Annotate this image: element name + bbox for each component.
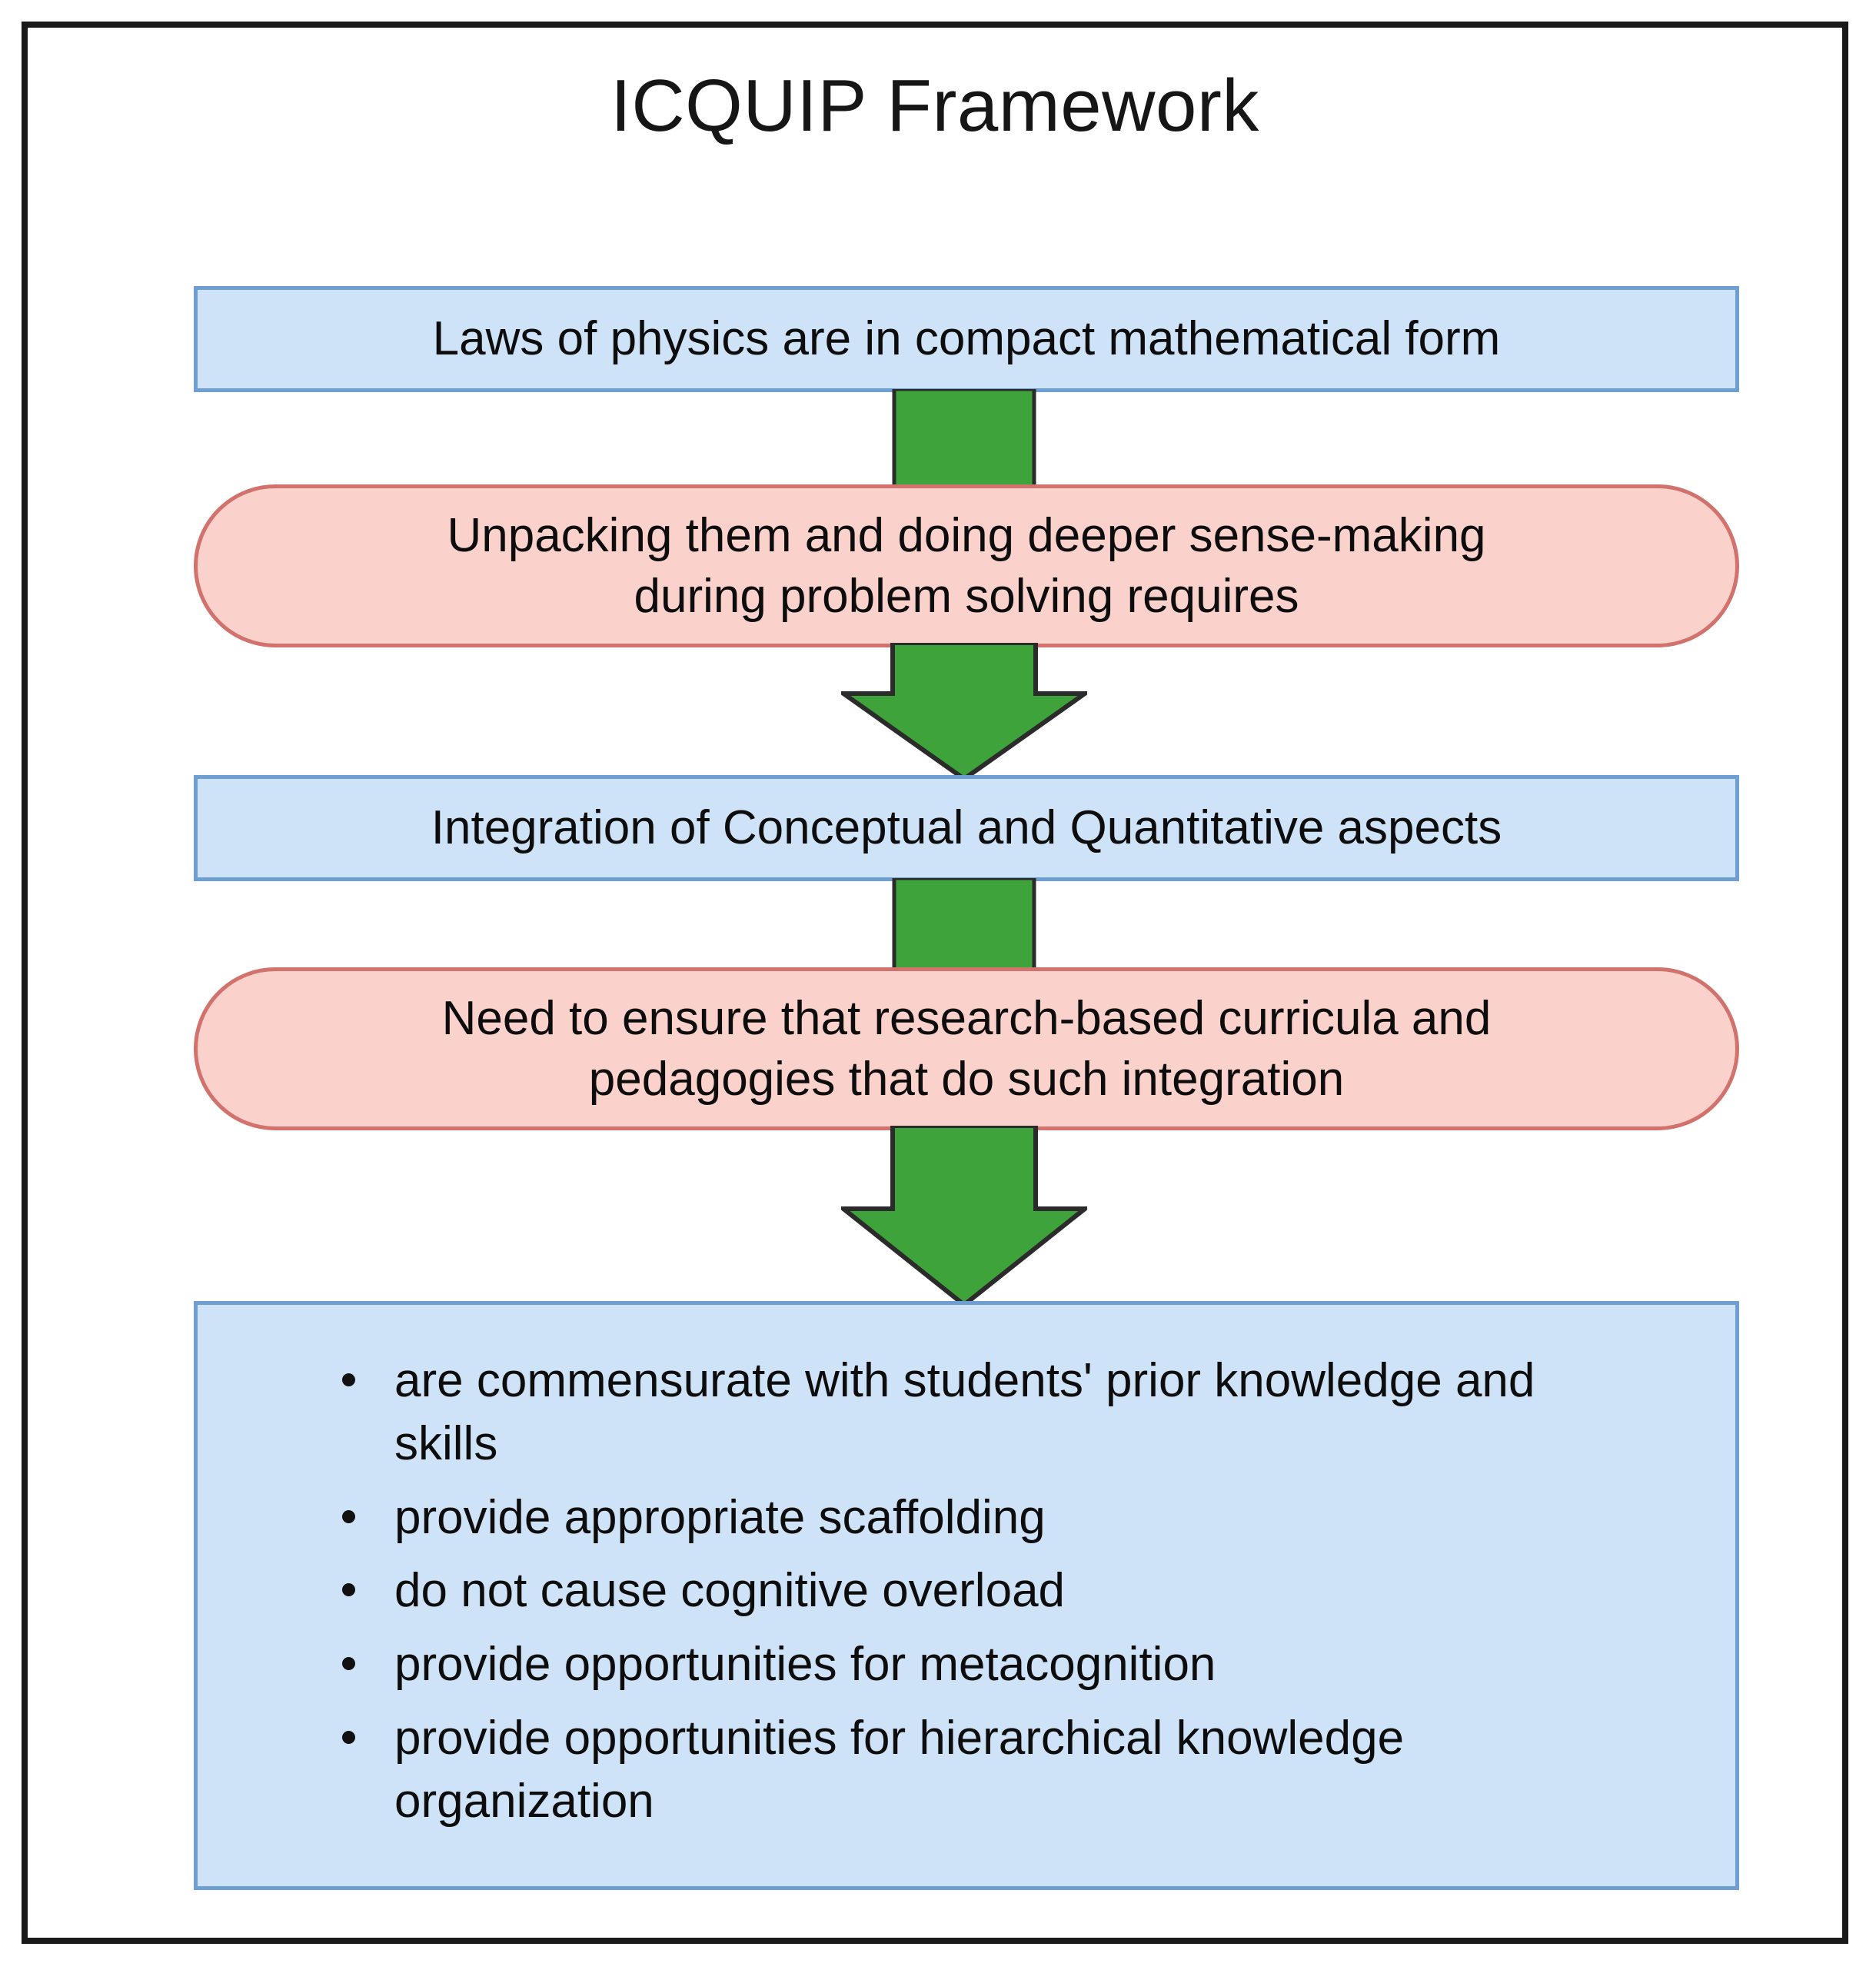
node-criteria-list: are commensurate with students' prior kn…	[194, 1301, 1739, 1890]
criteria-bullet-list: are commensurate with students' prior kn…	[198, 1305, 1735, 1833]
connector-integration-to-need	[892, 878, 1036, 973]
list-item: do not cause cognitive overload	[336, 1559, 1643, 1622]
node-unpacking-sense-making: Unpacking them and doing deeper sense-ma…	[194, 484, 1739, 647]
node-unpacking-line2: during problem solving requires	[634, 570, 1299, 623]
list-item: provide opportunities for hierarchical k…	[336, 1707, 1643, 1833]
list-item: provide appropriate scaffolding	[336, 1486, 1643, 1549]
connector-unpacking-to-integration	[841, 643, 1087, 781]
list-item: are commensurate with students' prior kn…	[336, 1349, 1643, 1476]
node-need-line2: pedagogies that do such integration	[588, 1053, 1345, 1106]
connector-laws-to-unpacking	[892, 389, 1036, 491]
node-integration-text: Integration of Conceptual and Quantitati…	[431, 801, 1502, 855]
node-unpacking-text: Unpacking them and doing deeper sense-ma…	[447, 505, 1485, 627]
node-need-text: Need to ensure that research-based curri…	[442, 988, 1492, 1110]
figure-frame: ICQUIP Framework Laws of physics are in …	[22, 22, 1848, 1944]
node-laws-text: Laws of physics are in compact mathemati…	[432, 312, 1501, 366]
list-item: provide opportunities for metacognition	[336, 1633, 1643, 1696]
page-title: ICQUIP Framework	[610, 65, 1259, 147]
node-integration-conceptual-quantitative: Integration of Conceptual and Quantitati…	[194, 775, 1739, 881]
node-need-line1: Need to ensure that research-based curri…	[441, 991, 1492, 1045]
connector-need-to-criteria	[841, 1126, 1087, 1307]
node-need-research-based-curricula: Need to ensure that research-based curri…	[194, 967, 1739, 1130]
node-unpacking-line1: Unpacking them and doing deeper sense-ma…	[447, 508, 1486, 562]
node-laws-of-physics: Laws of physics are in compact mathemati…	[194, 286, 1739, 392]
